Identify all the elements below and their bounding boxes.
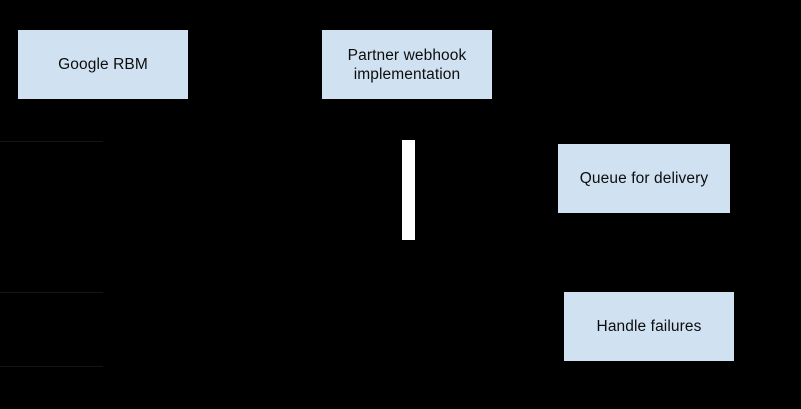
node-handle-failures[interactable]: Handle failures [564,292,734,361]
node-google-rbm-label: Google RBM [58,56,148,73]
node-handle-failures-label: Handle failures [596,318,702,335]
node-queue-for-delivery[interactable]: Queue for delivery [558,144,730,213]
node-queue-for-delivery-label: Queue for delivery [579,170,709,187]
vertical-connector-bar [402,140,415,240]
faint-connector-line-bottom [0,292,103,293]
node-partner-webhook-implementation[interactable]: Partner webhook implementation [322,30,492,99]
faint-connector-line-top [0,141,103,142]
node-google-rbm[interactable]: Google RBM [18,30,188,99]
node-partner-webhook-implementation-label: Partner webhook implementation [347,46,467,83]
faint-connector-line-lower [0,366,103,367]
